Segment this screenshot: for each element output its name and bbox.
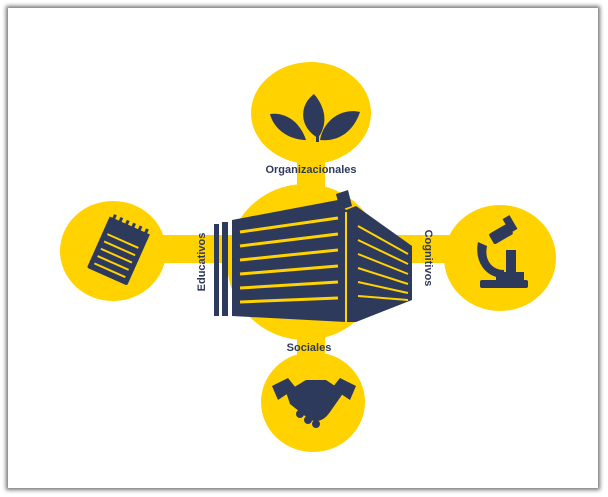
diagram-canvas: Organizacionales: [60, 62, 556, 452]
node-sociales: Sociales: [261, 342, 365, 452]
leaves-icon: [270, 94, 360, 142]
building-icon: [214, 190, 412, 322]
node-cognitivos: [444, 205, 556, 311]
label-organizacionales: Organizacionales: [265, 164, 356, 176]
handshake-icon: [272, 378, 356, 428]
label-cognitivos: Cognitivos: [422, 230, 434, 287]
node-right-circle: [444, 205, 556, 311]
label-educativos: Educativos: [196, 233, 208, 292]
notepad-icon: [87, 214, 150, 285]
node-educativos: [60, 201, 166, 301]
microscope-icon: [477, 215, 528, 288]
diagram-frame: Organizacionales: [8, 8, 598, 488]
node-organizacionales: Organizacionales: [251, 62, 371, 176]
label-sociales: Sociales: [287, 342, 332, 354]
